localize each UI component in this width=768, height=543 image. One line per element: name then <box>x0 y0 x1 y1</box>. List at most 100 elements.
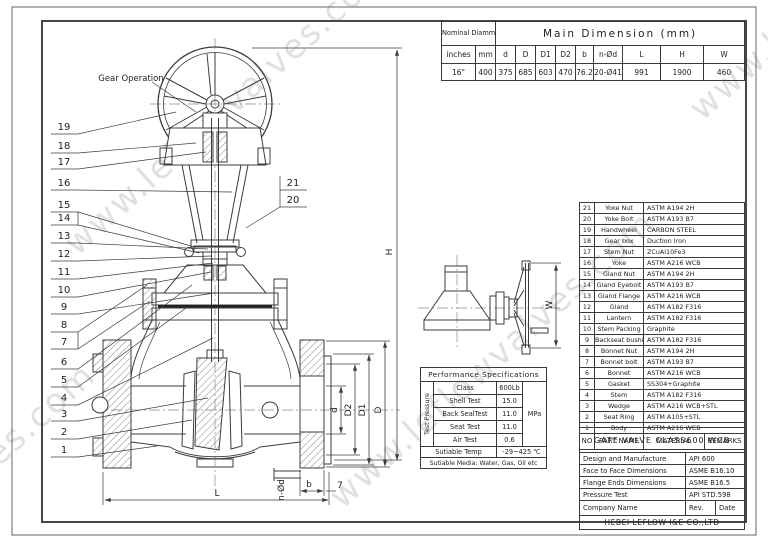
watermark-text-3: www.leflowvalves.com <box>0 355 104 543</box>
md-col-1: mm <box>474 45 497 64</box>
callout-number-5: 5 <box>61 375 67 386</box>
callout-leader-4 <box>51 337 214 406</box>
callout-number-3: 3 <box>61 409 67 420</box>
callout-leader-3 <box>51 397 209 422</box>
md-val-2: 375 <box>495 63 517 81</box>
md-col-4: D1 <box>535 45 557 64</box>
md-val-0: 16" <box>441 63 476 81</box>
dim-label-7: 7 <box>337 481 343 491</box>
callout-number-13: 13 <box>58 231 71 242</box>
part-no: 2 <box>579 411 595 423</box>
callout-number-18: 18 <box>58 141 71 152</box>
callout-leader-9 <box>51 292 215 315</box>
part-material: ASTM A216 WCB <box>642 290 746 302</box>
part-material: ASTM A216 WCB+STL <box>642 400 746 412</box>
dim-label-D: D <box>374 406 384 413</box>
part-material: ASTM A193 B7 <box>642 279 746 291</box>
md-val-4: 603 <box>535 63 557 81</box>
md-val-6: 76.2 <box>575 63 595 81</box>
spec-label: Flange Ends Dimensions <box>579 476 686 489</box>
part-no: 20 <box>579 213 595 225</box>
part-material: ASTM A193 B7 <box>642 213 746 225</box>
callout-leader-14 <box>51 224 200 254</box>
part-material: Graphite <box>642 323 746 335</box>
part-name: Wedge <box>594 400 644 412</box>
dim-label-W: W <box>545 300 555 309</box>
md-val-10: 460 <box>703 63 746 81</box>
perf-label: Class <box>433 381 497 395</box>
callout-number-21: 21 <box>287 178 300 189</box>
perf-label: Air Test <box>433 433 497 447</box>
spec-value: API STD.598 <box>684 488 746 501</box>
callout-leader-5 <box>51 307 187 388</box>
company-name: HEBEI LEFLOW I&E CO.,LTD <box>578 515 746 530</box>
part-name: Stem <box>594 389 644 401</box>
main-dimension-table: Nominal Diammeter Main Dimension (mm) in… <box>440 21 746 81</box>
callout-number-1: 1 <box>61 445 67 456</box>
part-name: Lantern <box>594 312 644 324</box>
callout-leader-13 <box>51 242 209 250</box>
md-col-5: D2 <box>555 45 577 64</box>
part-material: ZCuAl10Fe3 <box>642 246 746 258</box>
md-col-7: n-Ød <box>593 45 624 64</box>
part-material: ASTM A216 WCB <box>642 367 746 379</box>
dim-label-d: d <box>330 407 340 413</box>
company-name-label: Company Name <box>579 500 686 516</box>
performance-specifications-table: Performance Specifications Test Pressure… <box>419 367 548 469</box>
bonnet <box>142 264 288 330</box>
md-val-1: 400 <box>474 63 497 81</box>
callout-leader-11 <box>51 262 214 280</box>
callout-leader-6 <box>51 284 193 370</box>
suitable-temp-value: -29~425 ℃ <box>495 446 548 458</box>
dim-label-D2: D2 <box>344 404 354 417</box>
callout-number-14: 14 <box>58 213 71 224</box>
callout-leader-2 <box>51 419 193 440</box>
part-name: Seat Ring <box>594 411 644 423</box>
callout-number-2: 2 <box>61 427 67 438</box>
md-val-7: 20-Ø41 <box>593 63 624 81</box>
part-no: 5 <box>579 378 595 390</box>
callout-number-20: 20 <box>287 195 300 206</box>
gear-operation-label: Gear Operation <box>98 74 164 84</box>
callout-leader-1 <box>51 445 158 458</box>
part-material: ASTM A194 2H <box>642 345 746 357</box>
part-no: 12 <box>579 301 595 313</box>
part-no: 10 <box>579 323 595 335</box>
test-pressure-label: Test Pressure <box>420 381 434 447</box>
part-name: Yoke <box>594 257 644 269</box>
main-dim-title: Main Dimension (mm) <box>495 21 746 46</box>
wedge <box>181 349 243 451</box>
yoke <box>181 164 249 248</box>
part-name: Gland Flange <box>594 290 644 302</box>
part-no: 6 <box>579 367 595 379</box>
perf-unit: MPa <box>521 381 548 447</box>
callout-number-16: 16 <box>58 178 71 189</box>
sheet-border <box>11 6 757 536</box>
part-no: 17 <box>579 246 595 258</box>
md-col-10: W <box>703 45 746 64</box>
callout-number-12: 12 <box>58 249 71 260</box>
part-no: 4 <box>579 389 595 401</box>
callout-number-19: 19 <box>58 122 71 133</box>
date-label: Date <box>714 500 746 516</box>
callout-number-4: 4 <box>61 393 67 404</box>
part-name: Yoke Bolt <box>594 213 644 225</box>
suitable-temp-label: Sutiable Temp <box>420 446 497 458</box>
